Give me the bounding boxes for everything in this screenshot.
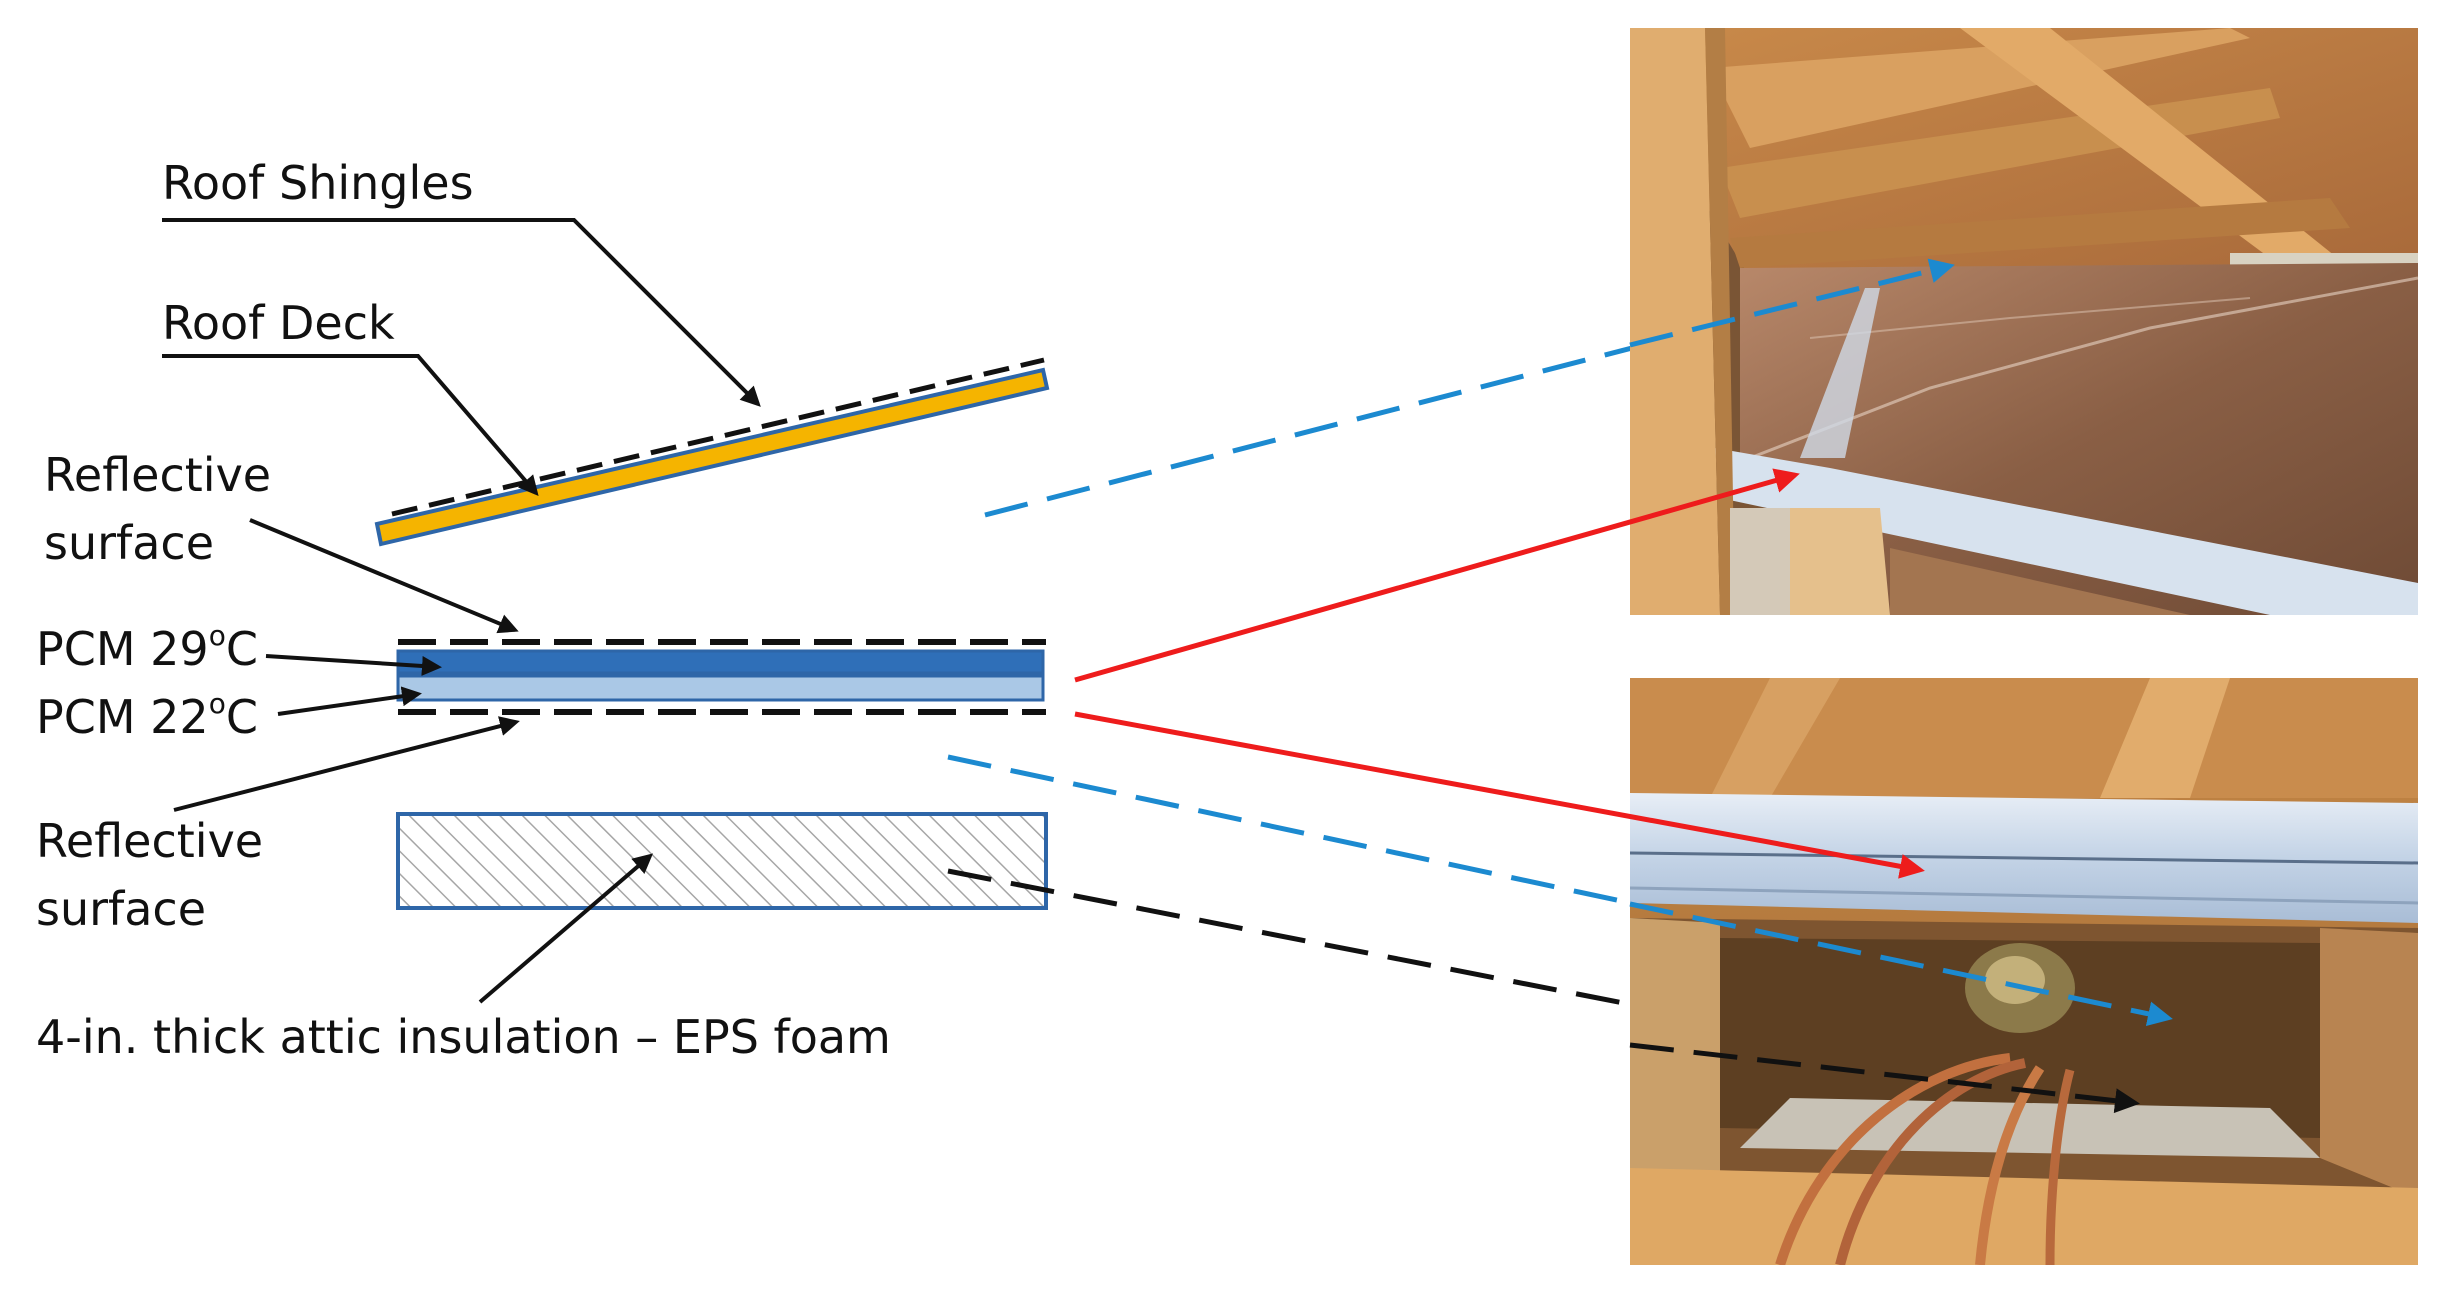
pcm-22c-prefix: PCM 22 bbox=[36, 690, 209, 744]
roof-deck-label: Roof Deck bbox=[162, 296, 395, 350]
pcm-29c-prefix: PCM 29 bbox=[36, 622, 209, 676]
pcm-22c-suffix: C bbox=[225, 690, 258, 744]
roof-deck bbox=[374, 367, 1050, 547]
roof-shingles-label: Roof Shingles bbox=[162, 156, 474, 210]
pcm-29c-label: PCM 29oC bbox=[36, 622, 258, 673]
black-dashed-arrow-insulation bbox=[947, 868, 2140, 1112]
photo-bottom-illustration bbox=[1630, 678, 2418, 1265]
roof-shingles-leader bbox=[162, 218, 761, 407]
reflective-bottom-leader bbox=[173, 716, 520, 812]
pcm-29c-leader bbox=[265, 654, 442, 676]
reflective-surface-bottom-line1: Reflective bbox=[36, 814, 264, 868]
pcm-22c-degree: o bbox=[208, 687, 226, 720]
attic-reflective-pcm-panels-photo bbox=[1630, 28, 2418, 615]
pcm-29c-suffix: C bbox=[225, 622, 258, 676]
pcm-22c-leader bbox=[277, 686, 422, 716]
attic-pcm-layer-and-insulation-photo bbox=[1630, 678, 2418, 1265]
reflective-surface-bottom-line2: surface bbox=[36, 882, 207, 936]
pcm-22c-layer bbox=[396, 674, 1045, 702]
reflective-top-leader bbox=[249, 518, 519, 634]
pcm-29c-layer bbox=[396, 649, 1045, 675]
reflective-surface-top-line2: surface bbox=[44, 516, 215, 570]
pcm-29c-degree: o bbox=[208, 619, 226, 652]
photo-top-illustration bbox=[1630, 28, 2418, 615]
insulation-label: 4-in. thick attic insulation – EPS foam bbox=[36, 1010, 891, 1064]
reflective-surface-top-line1: Reflective bbox=[44, 448, 272, 502]
insulation-leader bbox=[478, 853, 654, 1004]
eps-insulation-block bbox=[396, 812, 1048, 910]
reflective-surface-bottom-label: Reflective surface bbox=[36, 818, 263, 932]
pcm-22c-label: PCM 22oC bbox=[36, 690, 258, 741]
roof-deck-leader bbox=[162, 354, 539, 497]
reflective-surface-top-label: Reflective surface bbox=[44, 452, 271, 566]
